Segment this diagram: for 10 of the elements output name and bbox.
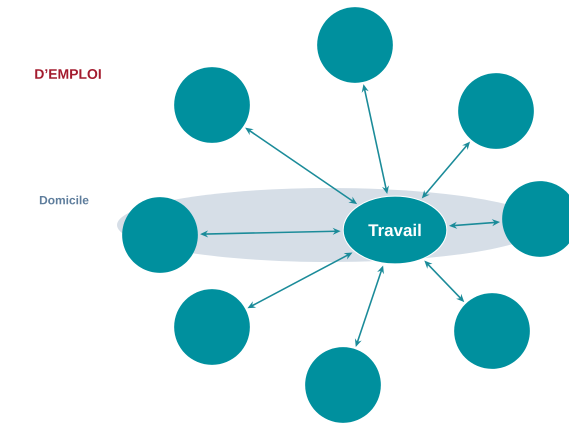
circle-node	[458, 73, 534, 149]
circle-node	[317, 7, 393, 83]
circle-node	[305, 347, 381, 423]
circle-node	[122, 197, 198, 273]
label: D’EMPLOI	[35, 69, 101, 79]
label: Domicile	[40, 196, 88, 204]
circle-node	[174, 67, 250, 143]
circle-node	[454, 293, 530, 369]
ellipse-node: Travail	[342, 196, 448, 264]
circle-node	[174, 289, 250, 365]
